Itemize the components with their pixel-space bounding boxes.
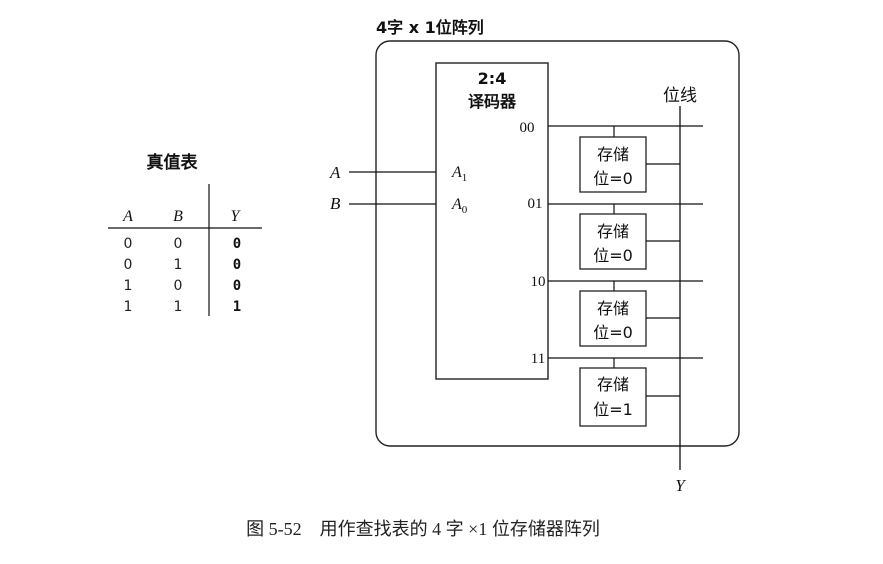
decoder-input-a0: A0 [451,196,468,216]
truth-table-cell: 0 [124,257,133,273]
truth-table-cell: 0 [124,236,133,252]
input-a-label: A [329,163,341,182]
truth-table-cell: 0 [174,278,183,294]
figure-caption: 图 5-52 用作查找表的 4 字 ×1 位存储器阵列 [246,519,600,539]
truth-table-header-b: B [173,208,183,225]
bit-cell-line1: 存储 [597,375,629,394]
bit-cell-line1: 存储 [597,299,629,318]
truth-table-cell: 0 [233,236,241,252]
decoder-output-label: 10 [531,274,546,290]
decoder-output-label: 11 [531,351,545,367]
truth-table-cell: 1 [174,299,183,315]
array-enclosure [375,40,740,447]
decoder: 2:4 译码器 A1 A0 00 01 10 11 [435,62,549,380]
decoder-output-label: 01 [528,196,543,212]
truth-table-cell: 1 [174,257,183,273]
decoder-input-a1-subscript: 1 [462,172,468,184]
bitline-label: 位线 [663,86,697,106]
bit-cell-line1: 存储 [597,145,629,164]
truth-table-cell: 1 [124,299,133,315]
bit-cell: 存储 位=1 [579,358,680,427]
truth-table-header-a: A [122,208,133,225]
bit-cell-value: 位=1 [593,400,633,419]
truth-table-row: 1 0 0 [124,278,242,294]
truth-table-header-y: Y [231,208,242,225]
truth-table-cell: 0 [174,236,183,252]
bit-cell-value: 位=0 [593,246,633,265]
output-y-label: Y [675,476,686,495]
bit-cell-box [579,367,647,427]
truth-table-title: 真值表 [147,152,199,173]
decoder-label-top: 2:4 [478,69,507,88]
truth-table-row: 0 1 0 [124,257,242,273]
truth-table-cell: 0 [233,257,241,273]
decoder-input-a0-letter: A [451,196,462,213]
truth-table-row: 1 1 1 [124,299,242,315]
memory-array: 4字 x 1位阵列 A B 2:4 译码器 A1 A0 00 01 10 11 [329,18,740,495]
truth-table-row: 0 0 0 [124,236,242,252]
truth-table-cell: 1 [233,299,241,315]
decoder-input-a1-letter: A [451,164,462,181]
decoder-input-a1: A1 [451,164,467,184]
truth-table: 真值表 A B Y 0 0 0 0 1 0 1 0 0 1 1 1 [108,152,262,316]
decoder-box [435,62,549,380]
truth-table-cell: 0 [233,278,241,294]
bit-cell-box [579,213,647,270]
decoder-label-bottom: 译码器 [468,92,517,111]
decoder-input-a0-subscript: 0 [462,204,468,216]
bit-cell: 存储 位=0 [579,204,680,270]
input-b-label: B [330,194,341,213]
bit-cell-line1: 存储 [597,222,629,241]
array-title: 4字 x 1位阵列 [376,18,484,37]
bit-cell-value: 位=0 [593,323,633,342]
bit-cell: 存储 位=0 [579,126,680,193]
truth-table-cell: 1 [124,278,133,294]
bit-cell-box [579,136,647,193]
decoder-output-label: 00 [520,120,535,136]
bit-cell-value: 位=0 [593,169,633,188]
bit-cell: 存储 位=0 [579,281,680,347]
bit-cell-box [579,290,647,347]
